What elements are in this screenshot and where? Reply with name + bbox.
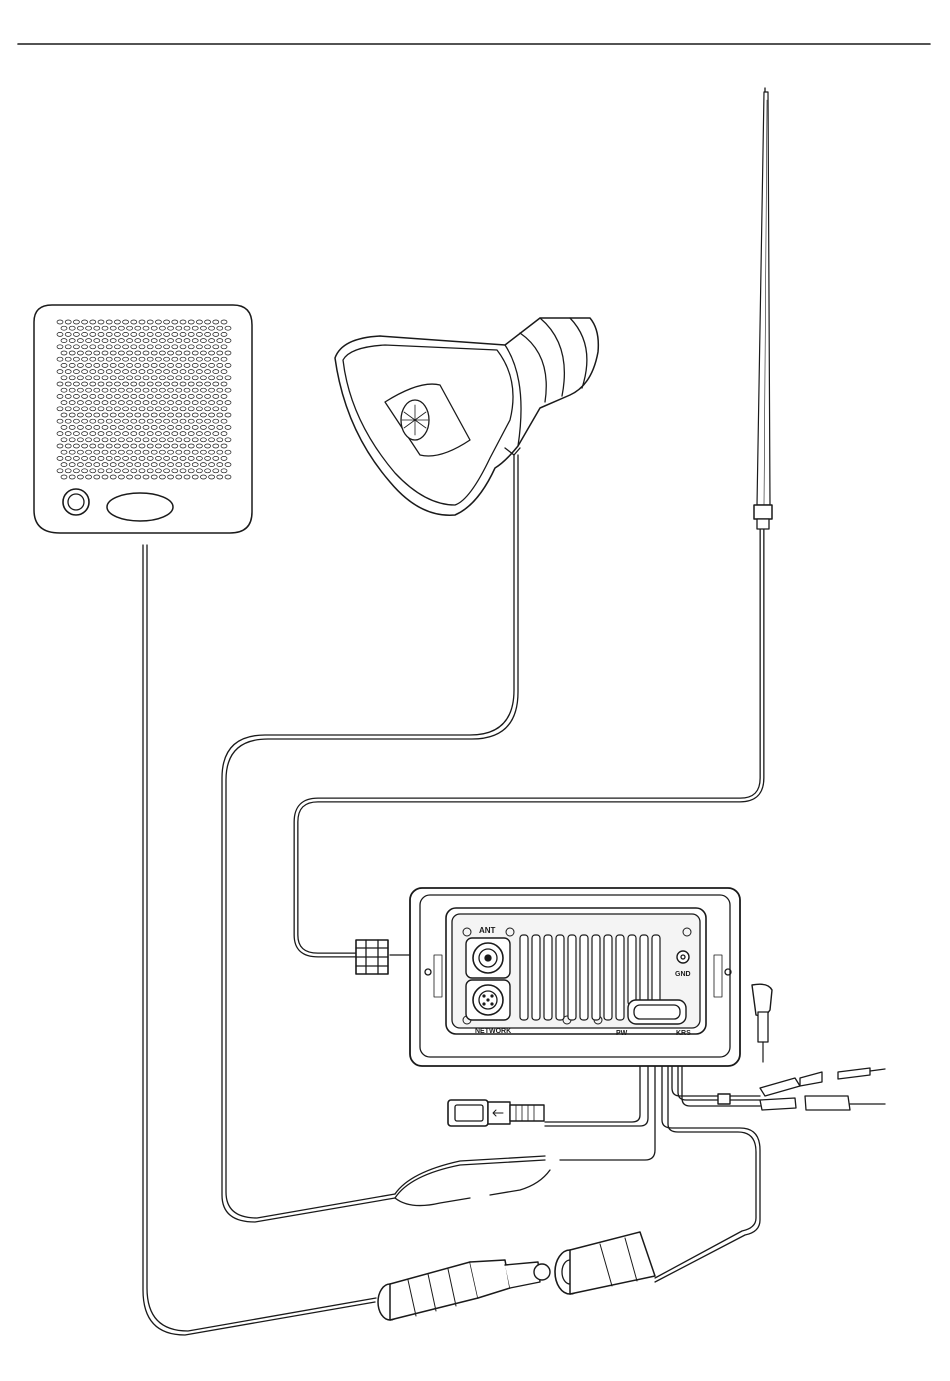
- heatsink-fin: [544, 935, 552, 1020]
- extension-speaker-icon: [34, 305, 252, 533]
- heatsink-fin: [520, 935, 528, 1020]
- network-connector-icon: [448, 1100, 544, 1126]
- mic-connector-neck: [758, 1012, 768, 1042]
- right-plug: [555, 1232, 655, 1294]
- coax-connector-icon: [356, 940, 388, 974]
- red-terminal: [838, 1068, 870, 1079]
- antenna-ferrule: [754, 505, 772, 519]
- antenna-whip: [757, 92, 770, 505]
- antenna-base: [757, 519, 769, 529]
- heatsink-fin: [592, 935, 600, 1020]
- gnd-label: GND: [675, 971, 691, 978]
- network-plug-face: [455, 1105, 483, 1121]
- heatsink-fin: [652, 935, 660, 1005]
- mic-connector-icon: [752, 984, 772, 1016]
- ant-socket-pin: [485, 955, 491, 961]
- network-plug-tail: [510, 1105, 544, 1121]
- black-crimp: [760, 1098, 796, 1110]
- network-label: NETWORK: [475, 1028, 511, 1035]
- black-crimp-sleeve: [805, 1096, 850, 1110]
- heatsink-fin: [532, 935, 540, 1020]
- heatsink-fin: [568, 935, 576, 1020]
- radio-rear-panel-icon: ANT NETWORK GND PW KRS: [410, 888, 772, 1066]
- speaker-cable-outline: [147, 545, 376, 1331]
- speaker-cable: [143, 545, 375, 1335]
- heatsink-fin: [580, 935, 588, 1020]
- fuse-holder: [718, 1094, 730, 1104]
- ant-label: ANT: [479, 926, 496, 935]
- loud-hailer-horn-icon: [335, 318, 598, 515]
- harness-grommet-inner: [634, 1005, 680, 1019]
- heatsink-fin: [556, 935, 564, 1020]
- speaker-logo-badge: [107, 493, 173, 521]
- spkrs-label: KRS: [676, 1030, 691, 1037]
- heatsink-fin: [640, 935, 648, 1005]
- speaker-knob-inner: [68, 494, 84, 510]
- gnd-terminal-icon[interactable]: [677, 951, 689, 963]
- pwr-label: PW: [616, 1030, 628, 1037]
- heatsink-fin: [604, 935, 612, 1020]
- inline-connector-plugs-icon: [378, 1232, 655, 1320]
- splice-lower: [395, 1198, 470, 1206]
- red-crimp-tip: [800, 1072, 822, 1086]
- vhf-antenna-icon: [754, 88, 772, 529]
- splice-upper: [395, 1160, 545, 1198]
- power-leads-icon: [718, 1068, 885, 1110]
- red-crimp: [760, 1078, 800, 1096]
- heatsink-fin: [616, 935, 624, 1020]
- splice-lower-right: [490, 1170, 550, 1195]
- heatsink-fin: [628, 935, 636, 1005]
- left-plug: [378, 1260, 550, 1320]
